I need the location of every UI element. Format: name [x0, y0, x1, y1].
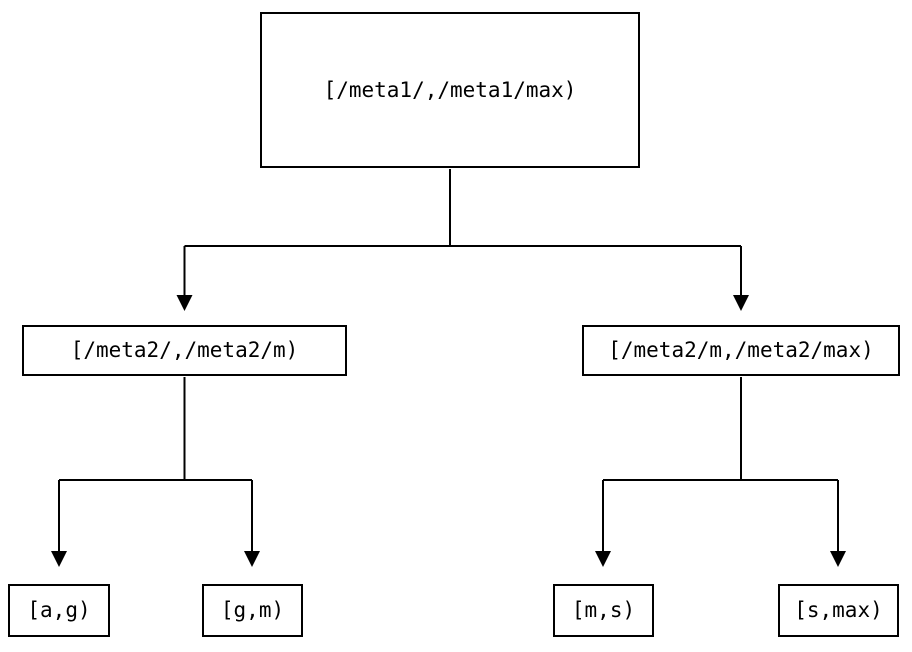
edge-midright-to-leaves [595, 377, 846, 567]
node-leaf-ms: [m,s) [553, 584, 654, 637]
arrowhead-icon [733, 295, 749, 311]
node-leaf-ag: [a,g) [8, 584, 110, 637]
node-leaf-gm: [g,m) [202, 584, 303, 637]
edge-root-to-children [176, 169, 749, 311]
node-label: [g,m) [220, 598, 285, 622]
node-label: [/meta2/m,/meta2/max) [608, 338, 874, 362]
arrowhead-icon [244, 551, 260, 567]
edge-midleft-to-leaves [51, 377, 260, 567]
node-label: [/meta1/,/meta1/max) [323, 77, 577, 102]
arrowhead-icon [595, 551, 611, 567]
node-meta2-left: [/meta2/,/meta2/m) [22, 325, 347, 376]
node-label: [a,g) [27, 598, 91, 622]
node-label: [m,s) [571, 598, 636, 622]
arrowhead-icon [176, 295, 193, 311]
arrowhead-icon [51, 551, 67, 567]
node-label: [/meta2/,/meta2/m) [70, 338, 299, 362]
node-leaf-smax: [s,max) [778, 584, 899, 637]
arrowhead-icon [830, 551, 846, 567]
node-root: [/meta1/,/meta1/max) [260, 12, 640, 168]
node-label: [s,max) [794, 598, 883, 622]
node-meta2-right: [/meta2/m,/meta2/max) [582, 325, 900, 376]
